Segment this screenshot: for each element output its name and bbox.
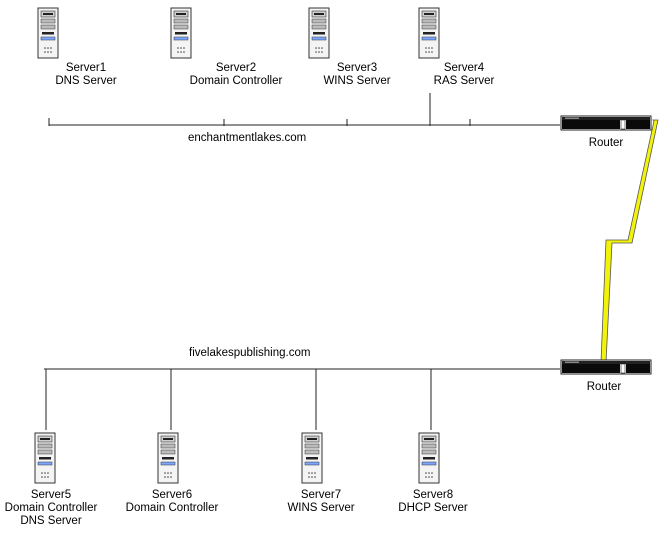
server8-role: DHCP Server [398,502,468,514]
server1-icon [37,7,59,59]
router-bottom-label: Router [586,381,622,393]
bottom-network-bus [44,368,560,430]
server2-icon [170,7,192,59]
server4-label: Server4 RAS Server [434,62,495,88]
server5-icon [34,432,56,484]
server6-icon [157,432,179,484]
server3-name: Server3 [336,62,378,74]
server1-name: Server1 [65,62,107,74]
server6-name: Server6 [151,489,193,501]
top-network-domain: enchantmentlakes.com [188,132,307,144]
server7-role: WINS Server [287,502,355,514]
server7-name: Server7 [300,489,342,501]
router-top-label: Router [588,137,624,149]
server7-label: Server7 WINS Server [287,489,354,515]
server1-role: DNS Server [55,75,117,87]
server5-label: Server5 Domain Controller DNS Server [5,489,98,528]
router-top-icon [560,115,652,131]
server8-icon [418,432,440,484]
server5-name: Server5 [30,489,72,501]
server3-role: WINS Server [323,75,391,87]
server4-icon [418,7,440,59]
server6-role: Domain Controller [125,502,219,514]
server2-label: Server2 Domain Controller [190,62,283,88]
server2-role: Domain Controller [189,75,283,87]
server8-name: Server8 [412,489,454,501]
server6-label: Server6 Domain Controller [126,489,219,515]
bottom-network-domain: fivelakespublishing.com [189,347,311,359]
server3-label: Server3 WINS Server [323,62,390,88]
server3-icon [308,7,330,59]
server7-icon [301,432,323,484]
server2-name: Server2 [215,62,257,74]
top-network-bus [48,93,560,126]
server8-label: Server8 DHCP Server [398,489,467,515]
wan-link-lightning [600,119,659,363]
server5-role: Domain Controller [4,502,98,514]
router-bottom-icon [560,359,652,375]
server5-role-2: DNS Server [20,515,82,527]
server1-label: Server1 DNS Server [55,62,116,88]
server4-role: RAS Server [433,75,495,87]
server4-name: Server4 [443,62,485,74]
